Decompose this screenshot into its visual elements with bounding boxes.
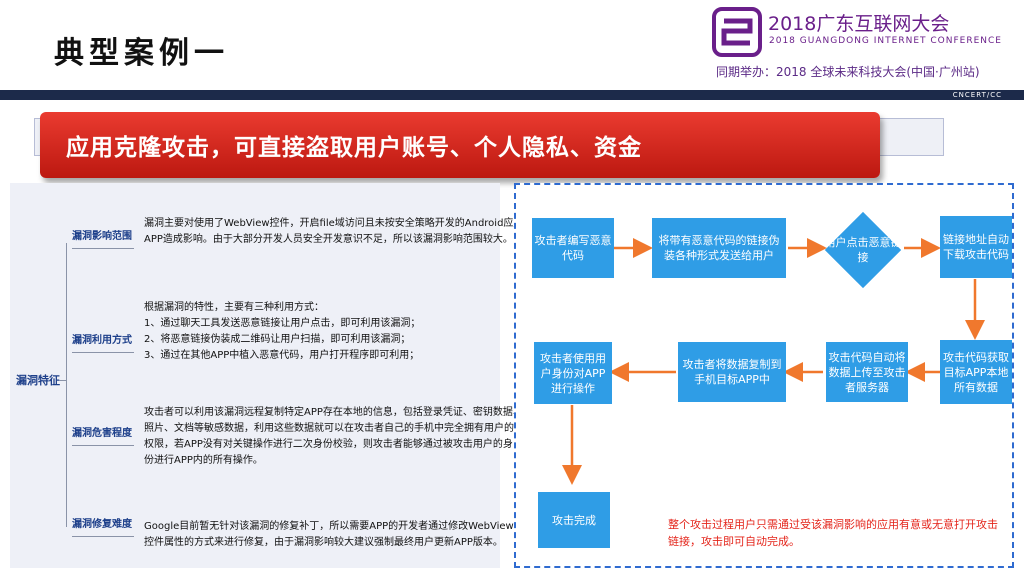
- logo-title: 2018广东互联网大会: [768, 13, 950, 35]
- note-line: 链接，攻击即可自动完成。: [668, 535, 800, 548]
- desc-line: APP造成影响。由于大部分开发人员安全开发意识不足，所以该漏洞影响范围较大。: [144, 234, 513, 245]
- desc-line: 3、通过在其他APP中植入恶意代码，用户打开程序即可利用；: [144, 350, 420, 361]
- desc-line: 根据漏洞的特性，主要有三种利用方式：: [144, 302, 324, 313]
- flow-step-download-code: 链接地址自动下载攻击代码: [940, 216, 1012, 278]
- flow-note: 整个攻击过程用户只需通过受该漏洞影响的应用有意或无意打开攻击 链接，攻击即可自动…: [668, 516, 998, 550]
- flow-step-get-data: 攻击代码获取目标APP本地所有数据: [940, 340, 1012, 404]
- feature-label-harm: 漏洞危害程度: [72, 423, 134, 446]
- headline-banner: 应用克隆攻击，可直接盗取用户账号、个人隐私、资金: [40, 112, 880, 178]
- feature-label-scope: 漏洞影响范围: [72, 226, 134, 249]
- org-tag: CNCERT/CC: [952, 91, 1002, 99]
- features-bracket: [66, 243, 75, 527]
- flow-step-copy-data: 攻击者将数据复制到手机目标APP中: [678, 342, 786, 402]
- features-group-label: 漏洞特征: [16, 374, 60, 387]
- desc-line: Google目前暂无针对该漏洞的修复补丁，所以需要APP的开发者通过修改WebV…: [144, 521, 514, 532]
- feature-desc-harm: 攻击者可以利用该漏洞远程复制特定APP存在本地的信息，包括登录凭证、密钥数据、 …: [144, 405, 523, 469]
- desc-line: 1、通过聊天工具发送恶意链接让用户点击，即可利用该漏洞；: [144, 318, 421, 329]
- flow-step-upload-data: 攻击代码自动将数据上传至攻击者服务器: [826, 342, 908, 402]
- flow-step-impersonate: 攻击者使用用户身份对APP进行操作: [534, 342, 612, 404]
- feature-label-fix: 漏洞修复难度: [72, 514, 134, 537]
- conference-logo-icon: [712, 7, 762, 57]
- desc-line: 份进行APP内的所有操作。: [144, 455, 263, 466]
- feature-label-exploit: 漏洞利用方式: [72, 330, 134, 353]
- page-title: 典型案例一: [54, 36, 229, 71]
- feature-desc-fix: Google目前暂无针对该漏洞的修复补丁，所以需要APP的开发者通过修改WebV…: [144, 519, 514, 551]
- feature-desc-exploit: 根据漏洞的特性，主要有三种利用方式： 1、通过聊天工具发送恶意链接让用户点击，即…: [144, 300, 420, 364]
- desc-line: 照片、文档等敏感数据，利用这些数据就可以在攻击者自己的手机中完全拥有用户的: [144, 423, 514, 434]
- conference-logo: 2018广东互联网大会 2018 GUANGDONG INTERNET CONF…: [712, 5, 1012, 85]
- desc-line: 漏洞主要对使用了WebView控件，开启file域访问且未按安全策略开发的And…: [144, 218, 524, 229]
- flow-step-send-link: 将带有恶意代码的链接伪装各种形式发送给用户: [652, 218, 786, 278]
- flow-step-done: 攻击完成: [538, 492, 610, 548]
- features-panel: [10, 183, 500, 568]
- decision-text: 用户点击恶意链接: [824, 236, 902, 264]
- feature-desc-scope: 漏洞主要对使用了WebView控件，开启file域访问且未按安全策略开发的And…: [144, 216, 523, 248]
- desc-line: 控件属性的方式来进行修复，由于漏洞影响较大建议强制最终用户更新APP版本。: [144, 537, 503, 548]
- desc-line: 2、将恶意链接伪装成二维码让用户扫描，即可利用该漏洞；: [144, 334, 411, 345]
- flow-step-write-code: 攻击者编写恶意代码: [532, 218, 614, 278]
- desc-line: 攻击者可以利用该漏洞远程复制特定APP存在本地的信息，包括登录凭证、密钥数据、: [144, 407, 523, 418]
- header-divider-bar: [0, 90, 1024, 100]
- logo-tagline: 同期举办：2018 全球未来科技大会(中国·广州站): [716, 65, 980, 79]
- bracket-connector: [59, 380, 67, 381]
- note-line: 整个攻击过程用户只需通过受该漏洞影响的应用有意或无意打开攻击: [668, 518, 998, 531]
- desc-line: 权限，若APP没有对关键操作进行二次身份校验，则攻击者能够通过被攻击用户的身: [144, 439, 513, 450]
- logo-subtitle: 2018 GUANGDONG INTERNET CONFERENCE: [769, 36, 1002, 46]
- banner-text: 应用克隆攻击，可直接盗取用户账号、个人隐私、资金: [66, 135, 642, 161]
- flow-decision-click: 用户点击恶意链接: [823, 210, 903, 290]
